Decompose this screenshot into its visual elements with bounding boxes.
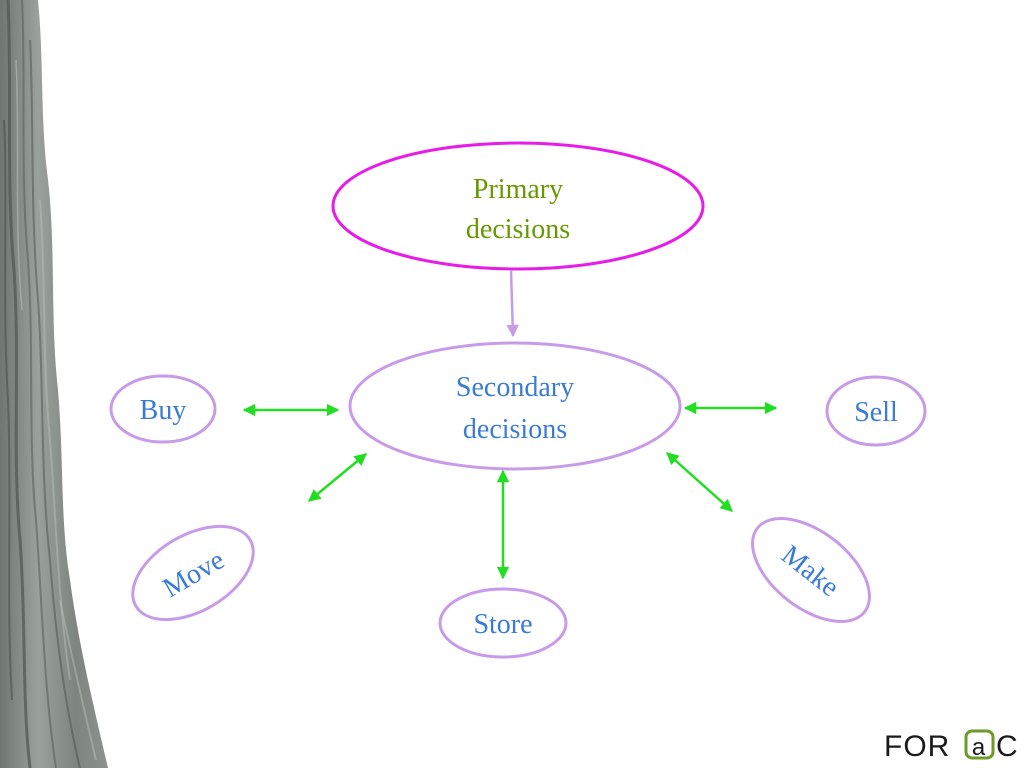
secondary-line2: decisions xyxy=(463,414,567,445)
primary-to-secondary-connector xyxy=(511,270,513,336)
primary-decisions-node: Primary decisions xyxy=(333,143,703,269)
logo-part3: C xyxy=(996,730,1019,763)
buy-label: Buy xyxy=(140,395,187,426)
sell-label: Sell xyxy=(854,397,898,428)
make-arrow xyxy=(667,453,732,511)
buy-node: Buy xyxy=(111,376,215,442)
make-node: Make xyxy=(734,498,888,642)
primary-line2: decisions xyxy=(466,214,570,245)
secondary-decisions-node: Secondary decisions xyxy=(350,343,680,469)
move-arrow xyxy=(309,454,366,501)
forac-logo: FOR a C xyxy=(884,730,1019,763)
logo-part2: a xyxy=(972,734,986,761)
logo-part1: FOR xyxy=(884,730,950,763)
sell-node: Sell xyxy=(827,377,925,445)
store-node: Store xyxy=(440,589,566,657)
store-label: Store xyxy=(473,609,532,640)
move-node: Move xyxy=(117,507,269,639)
primary-line1: Primary xyxy=(473,174,563,205)
secondary-line1: Secondary xyxy=(456,372,574,403)
